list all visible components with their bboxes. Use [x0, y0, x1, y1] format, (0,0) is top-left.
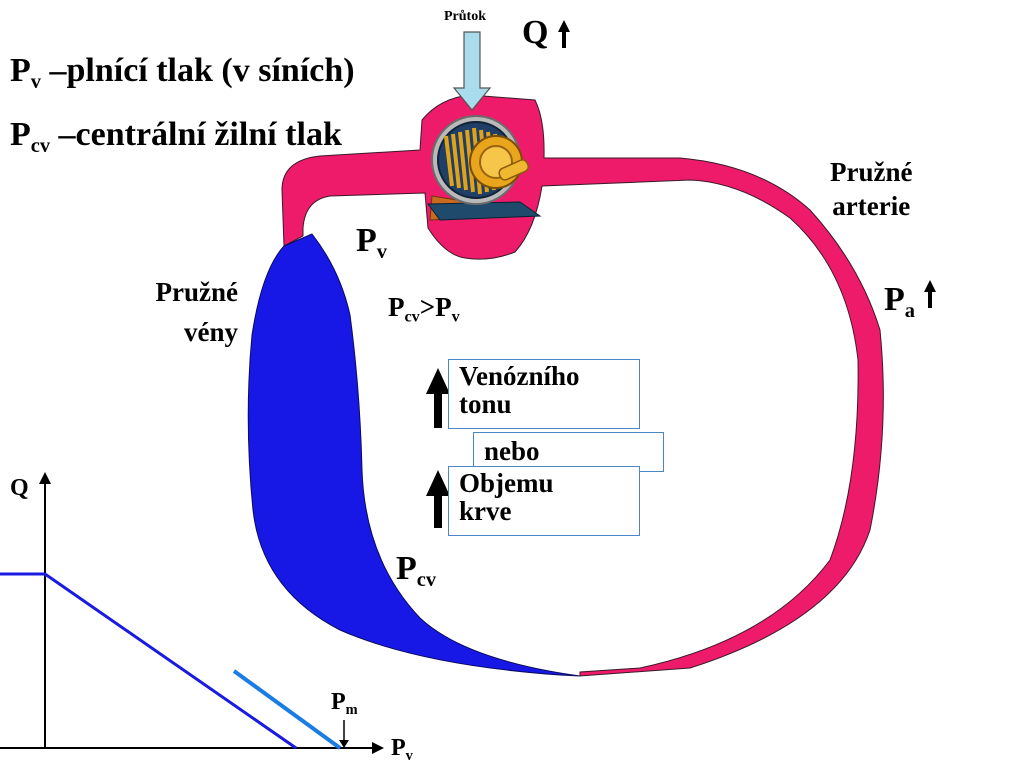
- header-line-pcv: Pcv –centrální žilní tlak: [10, 116, 342, 158]
- venous-tone-box: Venózního tonu: [448, 359, 640, 429]
- pcv-gt-pv-label: Pcv>Pv: [388, 292, 460, 326]
- artery-vessel: [281, 94, 884, 677]
- x-axis-arrow-icon: [372, 742, 384, 754]
- curve-2: [232, 669, 342, 750]
- pa-up-arrow-icon: [924, 280, 936, 308]
- flow-label: Průtok: [444, 9, 486, 24]
- pump-rib: [458, 131, 468, 191]
- pa-label: Pa: [884, 281, 915, 323]
- flow-q-label: Q: [522, 14, 549, 51]
- flow-arrow: [452, 31, 492, 111]
- pv-label: Pv: [356, 222, 387, 264]
- pump-icon: [427, 115, 542, 221]
- header-line-pv: Pv –plnící tlak (v síních): [10, 52, 355, 94]
- graph-x-label: Pv: [391, 735, 413, 765]
- curve-1: [0, 572, 297, 750]
- q-up-arrow-icon: [558, 20, 570, 48]
- graph-pm-label: Pm: [331, 689, 358, 719]
- up-arrow-venous-icon: [426, 368, 450, 428]
- y-axis-arrow-icon: [39, 472, 51, 484]
- pcv-label: Pcv: [396, 550, 437, 592]
- blood-volume-box: Objemu krve: [448, 466, 640, 536]
- pressure-flow-graph: [0, 472, 384, 754]
- pump-rib: [444, 135, 454, 187]
- vein-vessel: [247, 233, 581, 677]
- pump-rib: [451, 133, 461, 189]
- graph-y-label: Q: [10, 475, 29, 501]
- or-box: nebo: [473, 432, 664, 472]
- up-arrow-volume-icon: [426, 470, 450, 528]
- pm-marker-arrow-icon: [339, 740, 349, 748]
